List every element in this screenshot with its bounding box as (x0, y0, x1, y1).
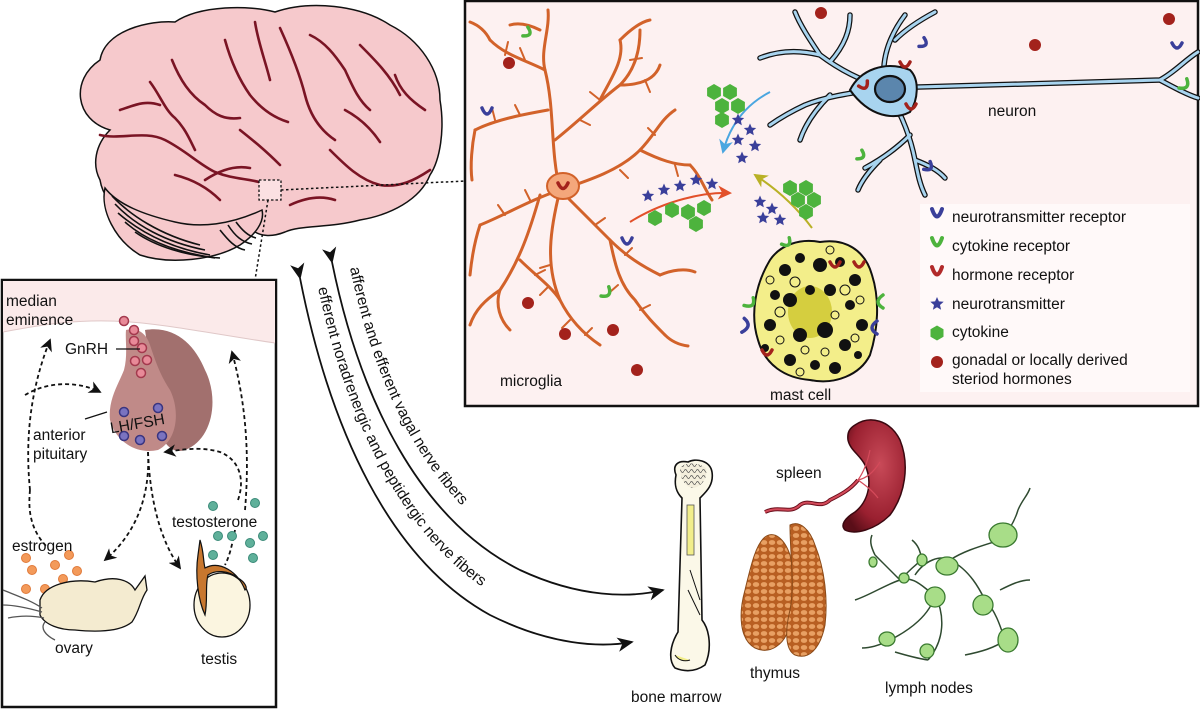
hexagon-icon (930, 325, 944, 341)
svg-text:steriod hormones: steriod hormones (952, 371, 1072, 388)
brain-sulci (98, 20, 432, 207)
cytokine-hexagon (791, 192, 805, 208)
svg-text:cytokine receptor: cytokine receptor (952, 238, 1070, 255)
cytokines (648, 84, 821, 232)
legend: neurotransmitter receptor cytokine recep… (920, 204, 1190, 392)
mast-cell (753, 240, 879, 383)
cytokine-hexagon (648, 210, 662, 226)
cytokine-hexagon (715, 112, 729, 128)
neuron-label: neuron (988, 103, 1036, 120)
lymphoid-organs: spleen bone marrow thymus lymph nodes (631, 419, 1031, 706)
neurotransmitter-star (735, 151, 749, 164)
neurotransmitters (641, 113, 787, 226)
neurotransmitter-star (689, 173, 703, 186)
thymus-illustration (740, 523, 827, 657)
gnrh-label: GnRH (65, 341, 108, 358)
neurotransmitter-star (657, 183, 671, 196)
legend-item-hormone-receptor: hormone receptor (930, 265, 1074, 284)
cytokine-hexagon (715, 98, 729, 114)
flow-arrow-mastcell-to-neuron (753, 173, 813, 229)
gnrh-molecules (118, 315, 153, 379)
flow-arrow-neuron-to-microglia (719, 91, 771, 154)
spleen-label: spleen (776, 465, 822, 482)
mast-cell-label: mast cell (770, 387, 831, 404)
testosterone-molecules (208, 498, 268, 563)
cytokine-hexagon (689, 216, 703, 232)
neurotransmitter-star (731, 133, 745, 146)
flow-arrow-microglia-to-neuron (629, 185, 732, 223)
microglia-soma (546, 172, 580, 200)
brain-illustration (79, 4, 466, 281)
cytokine-hexagon (731, 98, 745, 114)
estrogen-label: estrogen (12, 538, 72, 555)
pituitary-anterior (109, 329, 176, 451)
cytokine-hexagon (665, 202, 679, 218)
receptor-icon (930, 236, 944, 248)
lymph-nodes-illustration (854, 487, 1031, 661)
cytokine-hexagon (697, 200, 711, 216)
cytokine-hexagon (707, 84, 721, 100)
svg-text:hormone receptor: hormone receptor (952, 267, 1074, 284)
cytokine-hexagon (681, 204, 695, 220)
neurotransmitter-star (753, 195, 767, 208)
testis-illustration (193, 539, 251, 638)
median-eminence-region (3, 281, 275, 343)
lh-fsh-molecules (118, 402, 168, 446)
neurotransmitter-star (756, 211, 770, 224)
dot-icon (931, 356, 943, 368)
receptor-icon (930, 207, 944, 219)
anterior-pituitary-label-2: pituitary (33, 446, 88, 463)
neurotransmitter-star (743, 123, 757, 136)
median-eminence-label-2: eminence (6, 312, 73, 329)
neurotransmitter-star (641, 189, 655, 202)
legend-item-cytokine-receptor: cytokine receptor (930, 236, 1070, 255)
legend-item-neurotransmitter-receptor: neurotransmitter receptor (930, 207, 1126, 226)
cytokine-hexagon (799, 204, 813, 220)
neurotransmitter-star (748, 139, 762, 152)
star-icon (930, 297, 944, 310)
testosterone-label: testosterone (172, 514, 257, 531)
legend-item-neurotransmitter: neurotransmitter (930, 296, 1065, 313)
estrogen-molecules (21, 550, 82, 594)
neurotransmitter-star (773, 213, 787, 226)
thymus-label: thymus (750, 665, 800, 682)
legend-item-steroid-hormones: gonadal or locally derived steriod hormo… (931, 352, 1128, 388)
bone-marrow-label: bone marrow (631, 689, 722, 706)
svg-text:neurotransmitter: neurotransmitter (952, 296, 1065, 313)
ovary-label: ovary (55, 640, 93, 657)
brain-region-marker (258, 179, 282, 201)
lymph-nodes-label: lymph nodes (885, 680, 973, 697)
cytokine-hexagon (723, 84, 737, 100)
cell-interaction-panel: microglia neuron mast cell neurotransmit… (463, 0, 1200, 408)
cytokine-hexagon (807, 192, 821, 208)
svg-text:gonadal or locally derived: gonadal or locally derived (952, 352, 1128, 369)
neurotransmitter-star (731, 113, 745, 126)
legend-item-cytokine: cytokine (930, 324, 1009, 341)
brain-cerebellum (103, 186, 264, 261)
median-eminence-label-1: median (6, 293, 57, 310)
microglia-label: microglia (500, 373, 562, 390)
brain-cerebrum (79, 4, 443, 239)
svg-text:cytokine: cytokine (952, 324, 1009, 341)
testis-label: testis (201, 651, 237, 668)
receptor-icon (930, 265, 944, 277)
noradrenergic-nerve-arrow (290, 262, 634, 652)
ovary-illustration (2, 574, 148, 641)
hpg-axis-panel: median eminence GnRH LH/FSH anterior pit… (0, 278, 278, 709)
vagal-nerve-label: afferent and efferent vagal nerve fibers (346, 265, 471, 508)
svg-text:neurotransmitter receptor: neurotransmitter receptor (952, 209, 1126, 226)
receptors (480, 25, 1190, 357)
neurotransmitter-star (705, 177, 719, 190)
noradrenergic-nerve-label: efferent noradrenergic and peptidergic n… (314, 285, 489, 590)
spleen-illustration (764, 419, 906, 533)
neuron-nucleus (873, 74, 907, 104)
anterior-pituitary-label-1: anterior (33, 427, 86, 444)
neurotransmitter-star (673, 179, 687, 192)
cytokine-hexagon (783, 180, 797, 196)
bone-marrow-illustration (669, 459, 714, 672)
neurotransmitter-star (765, 202, 779, 215)
cytokine-hexagon (799, 180, 813, 196)
